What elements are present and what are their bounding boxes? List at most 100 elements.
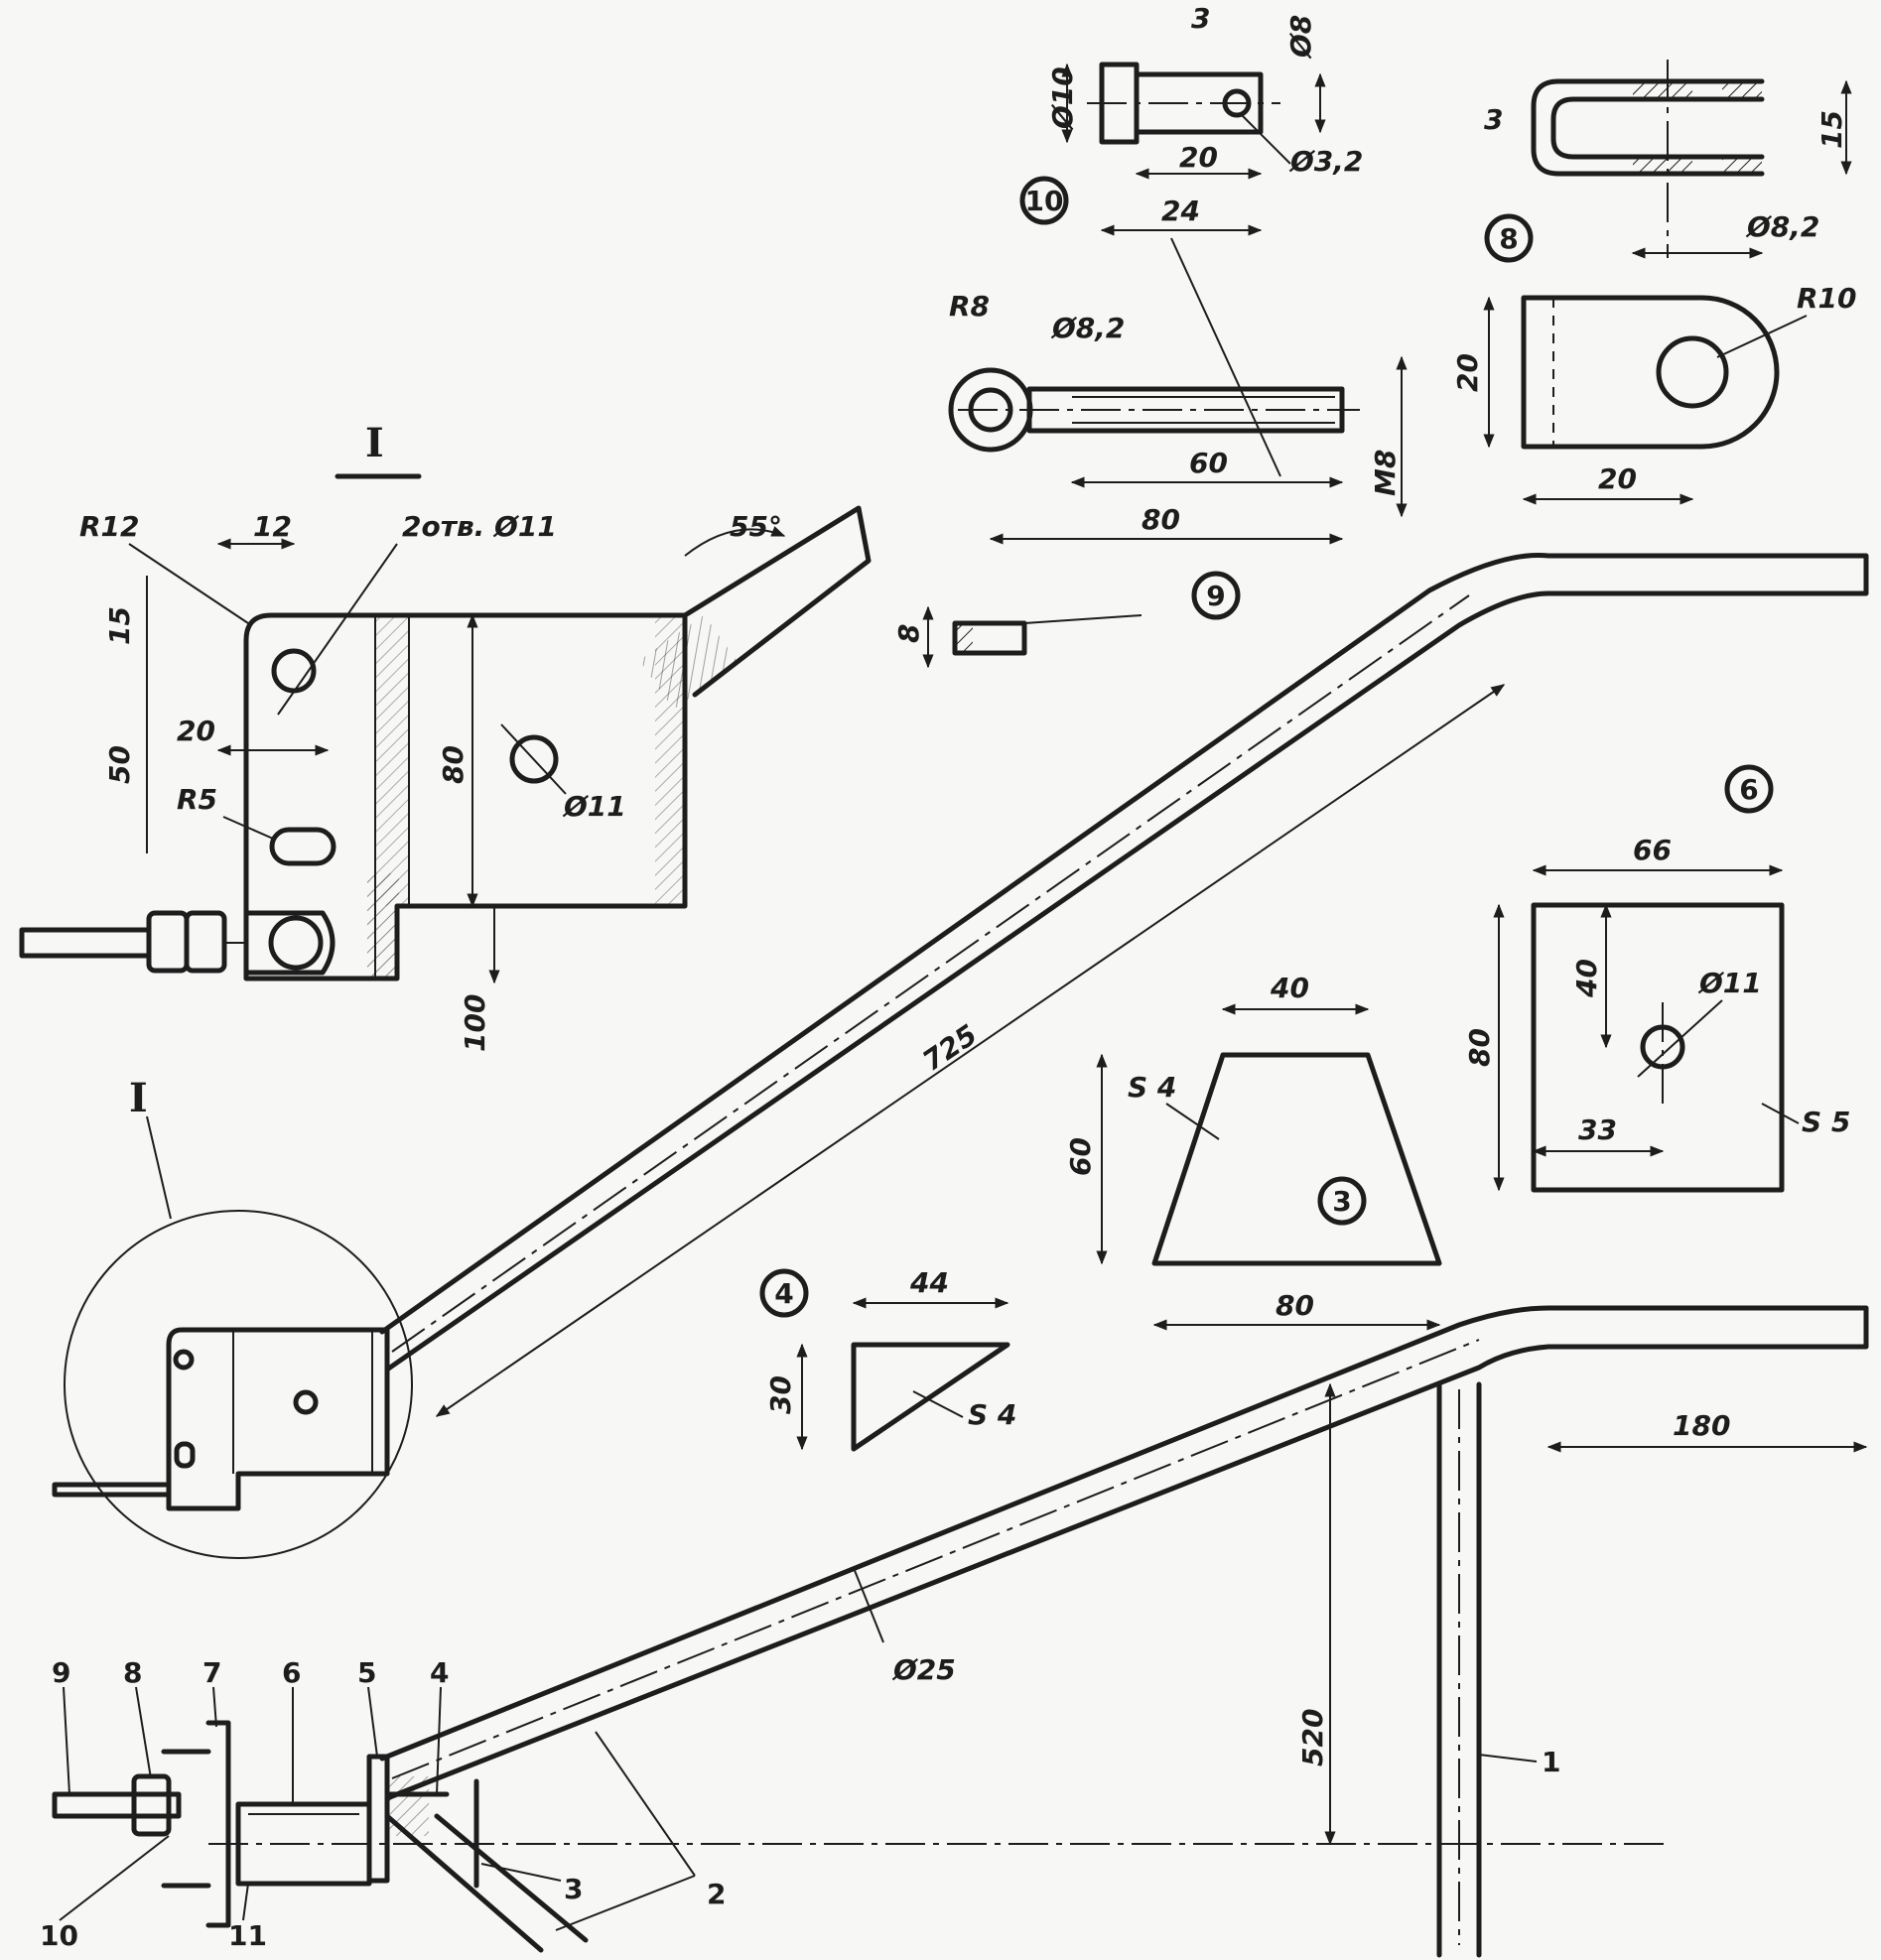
part-9-eyebolt: R8 Ø8,2 60 80 M8 9 <box>948 237 1408 620</box>
main-assembly: 520 180 Ø25 9 8 7 6 5 4 1 2 3 10 11 <box>40 1305 1869 1958</box>
dim-80-bolt: 80 <box>1142 503 1180 536</box>
leader-r10 <box>1716 315 1808 358</box>
dim-s5: S 5 <box>1802 1106 1850 1138</box>
leader-holes <box>277 543 398 716</box>
dim-r5: R5 <box>177 783 217 816</box>
dim-80: 80 <box>437 745 470 784</box>
pos-4: 4 <box>430 1656 449 1689</box>
part-10-balloon <box>1019 176 1069 225</box>
pos-1: 1 <box>1542 1746 1560 1778</box>
leader-8 <box>135 1686 152 1779</box>
dim-725: 725 <box>916 1018 983 1078</box>
leader-7 <box>212 1686 217 1728</box>
detail-view-I: I 12 R12 2отв. Ø11 15 50 20 <box>19 420 1142 1052</box>
main-tube-axis <box>391 1339 1480 1779</box>
callout-plate <box>166 1327 390 1511</box>
dim-44: 44 <box>909 1266 949 1299</box>
clevis-eye <box>243 910 336 976</box>
callout-hole-1 <box>173 1349 195 1371</box>
dim-60: 60 <box>1189 447 1228 479</box>
callout-mark: I <box>129 1075 148 1121</box>
part-10-number: 10 <box>1025 185 1064 217</box>
dim-s4-small: S 4 <box>968 1398 1016 1431</box>
dim-40-plate: 40 <box>1570 959 1603 998</box>
clevis-7 <box>205 1720 231 1928</box>
dim-33: 33 <box>1578 1113 1617 1146</box>
callout-leader <box>146 1115 172 1220</box>
dim-82-clevis: Ø8,2 <box>1745 210 1819 243</box>
clevis-hatch-1 <box>1633 81 1692 99</box>
pos-11: 11 <box>228 1919 267 1952</box>
clevis-plan-hole <box>1656 335 1729 409</box>
dim-25: Ø25 <box>891 1653 956 1686</box>
clevis-hatch-4 <box>1722 157 1762 174</box>
leader-part-10 <box>1170 237 1281 477</box>
plate-section-hatch <box>955 623 973 653</box>
pos-10: 10 <box>40 1919 78 1952</box>
dim-520: 520 <box>1296 1709 1329 1766</box>
dim-55deg: 55° <box>730 510 782 543</box>
leader-11 <box>242 1883 249 1921</box>
clevis-hatch-3 <box>1633 157 1692 174</box>
dim-eye-hole: Ø8,2 <box>1050 312 1125 344</box>
dim-hole-11: Ø11 <box>562 790 626 823</box>
leader-1 <box>1478 1754 1538 1763</box>
slot-hole <box>269 827 336 866</box>
dim-50: 50 <box>103 745 136 784</box>
detail-view-mark: I <box>365 420 384 466</box>
part-4-number: 4 <box>774 1277 793 1310</box>
nut-1 <box>146 910 190 974</box>
dim-20-clevis-v: 20 <box>1451 353 1484 392</box>
spacer-6 <box>235 1801 372 1887</box>
dim-11-plate: Ø11 <box>1697 967 1762 999</box>
plate-section-break <box>1023 614 1142 624</box>
pos-2: 2 <box>707 1878 726 1910</box>
clevis-hatch-2 <box>1722 81 1762 99</box>
clevis-section <box>1531 78 1765 177</box>
part-6-number: 6 <box>1739 773 1758 806</box>
gusset-4-outline <box>851 1342 1010 1452</box>
leader-s4-gusset <box>1165 1103 1220 1140</box>
dim-3-clevis: 3 <box>1484 103 1503 136</box>
main-tube <box>379 1305 1869 1801</box>
part-6-balloon <box>1724 764 1774 814</box>
nut-2 <box>184 910 227 974</box>
dim-hole-spec: 2отв. Ø11 <box>402 510 557 543</box>
leader-r12 <box>128 543 249 624</box>
part-8-balloon <box>1484 213 1534 263</box>
pos-5: 5 <box>357 1656 376 1689</box>
pos-7: 7 <box>202 1656 221 1689</box>
side-view-assembly: 725 I <box>52 552 1869 1559</box>
dim-15-clevis: 15 <box>1815 110 1848 149</box>
part-4-gusset: 44 30 S 4 4 <box>759 1266 1016 1452</box>
leader-s5 <box>1761 1103 1800 1124</box>
clevis-plan <box>1521 295 1780 450</box>
part-10-pin: Ø10 3 Ø8 20 24 Ø3,2 10 <box>1019 2 1363 236</box>
dim-20-clevis-h: 20 <box>1598 462 1637 495</box>
part-8-number: 8 <box>1499 222 1518 255</box>
brace-lower-2 <box>434 1813 589 1943</box>
dim-m8: M8 <box>1369 450 1402 496</box>
clevis-eye-hole <box>268 915 324 971</box>
dim-line-25 <box>853 1567 884 1643</box>
clevis-inner <box>1550 96 1765 160</box>
threaded-rod <box>19 927 152 959</box>
weld-corner-hatch <box>367 873 399 979</box>
part-6-plate: 66 80 40 33 Ø11 S 5 6 <box>1463 764 1850 1193</box>
callout-hole-2 <box>293 1389 319 1415</box>
pos-6: 6 <box>282 1656 301 1689</box>
dim-80-plate: 80 <box>1463 1028 1496 1067</box>
leader-3 <box>480 1863 562 1882</box>
part-9-number: 9 <box>1206 580 1225 612</box>
angle-arc <box>684 526 786 557</box>
leader-10 <box>59 1835 170 1921</box>
dim-30: 30 <box>764 1375 797 1414</box>
dim-8: 8 <box>892 624 925 643</box>
dim-3-top: 3 <box>1191 2 1210 35</box>
leader-5 <box>367 1686 378 1758</box>
pos-8: 8 <box>123 1656 142 1689</box>
callout-rod <box>52 1482 172 1498</box>
callout-slot <box>174 1441 196 1469</box>
leader-pin-hole <box>1240 113 1291 165</box>
